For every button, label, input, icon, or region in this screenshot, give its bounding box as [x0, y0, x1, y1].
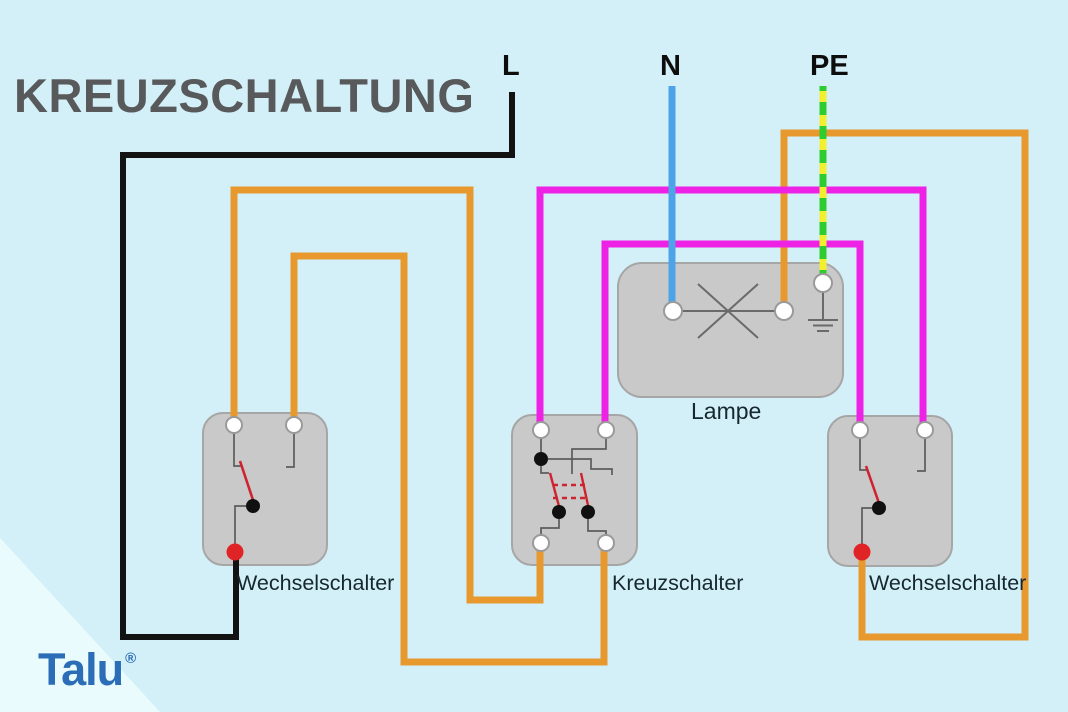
switch-left-contact-2 — [286, 433, 295, 468]
switch-middle-box — [511, 414, 638, 566]
switch-left-box — [202, 412, 328, 566]
switch-left-terminal-top-2 — [285, 416, 303, 434]
wires — [120, 86, 1029, 666]
registered-trademark-icon: ® — [125, 650, 137, 667]
switch-middle-terminal-bottom-1 — [532, 534, 550, 552]
wire-cross-link-inner-magenta — [601, 240, 864, 430]
switch-middle-lever-1 — [548, 472, 562, 511]
switch-left-label: Wechselschalter — [237, 571, 395, 595]
red-terminals — [226, 543, 871, 561]
switch-right-contact-2 — [917, 438, 926, 472]
switch-middle-line-2 — [571, 438, 607, 474]
switch-right-internals — [859, 438, 926, 545]
switch-right-label: Wechselschalter — [869, 571, 1027, 595]
wire-traveler-1-orange — [230, 186, 544, 604]
switch-middle-terminal-top-1 — [532, 421, 550, 439]
terminals — [225, 273, 934, 552]
wire-traveler-2-orange — [290, 252, 608, 666]
switch-right-terminal-top-1 — [851, 421, 869, 439]
switch-middle-line-3 — [548, 458, 613, 475]
label-phase-l: L — [502, 50, 520, 82]
switch-middle-terminal-top-2 — [597, 421, 615, 439]
switch-left-pivot-dot — [246, 499, 260, 513]
switch-middle-label: Kreuzschalter — [612, 571, 744, 595]
switch-right-lever — [864, 465, 882, 507]
switch-right-terminal-common — [853, 543, 871, 561]
lamp-terminal-pe — [813, 273, 833, 293]
switch-left-internals — [233, 433, 295, 545]
lamp-box — [617, 262, 844, 398]
switch-middle-terminal-bottom-2 — [597, 534, 615, 552]
talu-logo: Talu® — [38, 644, 137, 696]
switch-left-terminal-top-1 — [225, 416, 243, 434]
switch-right-common-line — [861, 507, 872, 545]
switch-left-lever — [238, 460, 256, 504]
switch-right-pivot-dot — [872, 501, 886, 515]
talu-logo-text: Talu — [38, 644, 124, 695]
wire-phase-black — [120, 92, 515, 640]
lamp-internals — [673, 283, 838, 339]
lamp-terminal-left — [663, 301, 683, 321]
switch-left-terminal-common — [226, 543, 244, 561]
switch-middle-pivot-dot-2 — [552, 505, 566, 519]
switch-right-contact-1 — [859, 438, 868, 471]
switch-left-common-line — [234, 505, 246, 545]
switch-middle-levers — [548, 472, 591, 511]
wire-cross-link-outer-magenta — [536, 186, 927, 430]
switch-middle-pivot-dot-3 — [581, 505, 595, 519]
lamp-terminal-right — [774, 301, 794, 321]
page-title: KREUZSCHALTUNG — [14, 69, 475, 122]
switch-middle-pivot-dot-1 — [534, 452, 548, 466]
lamp-label: Lampe — [691, 398, 762, 424]
switch-middle-line-4 — [540, 466, 549, 474]
switch-middle-pivot-dots — [534, 452, 595, 519]
label-neutral-n: N — [660, 50, 681, 82]
switch-left-contact-1 — [233, 433, 242, 467]
switch-right-box — [827, 415, 953, 567]
switch-middle-line-5 — [540, 519, 560, 537]
wire-lamp-feed-orange — [780, 129, 1029, 641]
switch-middle-lever-2 — [579, 472, 591, 511]
lamp-cross-diagonal-2 — [697, 283, 759, 339]
switch-right-terminal-top-2 — [916, 421, 934, 439]
label-earth-pe: PE — [810, 50, 849, 82]
component-boxes — [202, 262, 953, 567]
